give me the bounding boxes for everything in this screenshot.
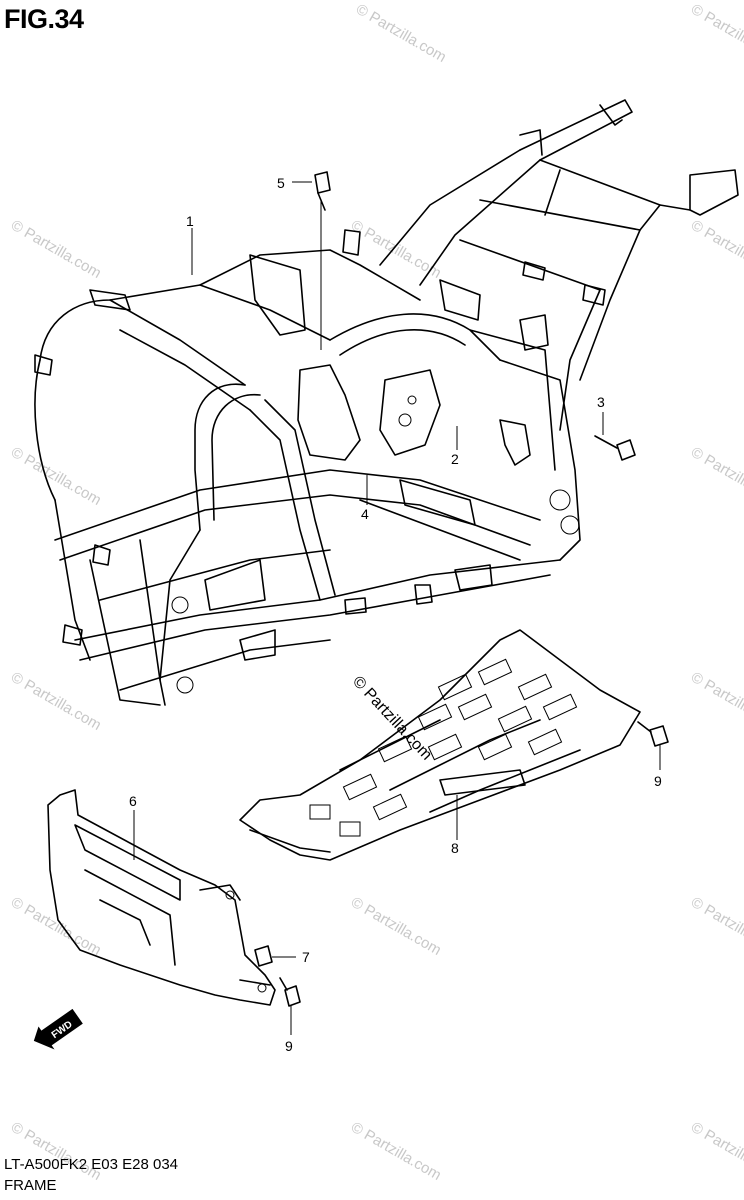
watermark-layer: © Partzilla.com © Partzilla.com © Partzi… (8, 1, 744, 1184)
watermark: © Partzilla.com (688, 1119, 744, 1184)
bolt-9-upper-drawing (637, 721, 669, 747)
leader-lines (133, 181, 661, 1035)
callout-6: 6 (129, 793, 137, 809)
watermark: © Partzilla.com (348, 1119, 444, 1184)
watermark: © Partzilla.com (688, 894, 744, 959)
callout-9-upper: 9 (654, 773, 662, 789)
watermark: © Partzilla.com (8, 669, 104, 734)
watermark: © Partzilla.com (353, 1, 449, 66)
callout-7: 7 (302, 949, 310, 965)
nut-7-drawing (254, 945, 273, 967)
front-guard-drawing (47, 789, 276, 1006)
skid-plate-drawing (239, 629, 641, 861)
model-code: LT-A500FK2 E03 E28 034 (4, 1156, 179, 1173)
bolt-3-drawing (594, 435, 636, 461)
watermark: © Partzilla.com (8, 217, 104, 282)
callout-8: 8 (451, 840, 459, 856)
section-name: FRAME (4, 1177, 57, 1194)
callout-2: 2 (451, 451, 459, 467)
main-frame-drawing (34, 99, 739, 706)
callouts: 1 2 3 4 5 6 7 8 9 9 (129, 175, 662, 1054)
callout-5: 5 (277, 175, 285, 191)
watermark-main: © Partzilla.com (349, 673, 435, 763)
watermark: © Partzilla.com (8, 444, 104, 509)
watermark: © Partzilla.com (8, 1119, 104, 1184)
callout-4: 4 (361, 506, 369, 522)
callout-3: 3 (597, 394, 605, 410)
bolt-5-drawing (314, 171, 331, 211)
figure-title: FIG.34 (4, 4, 84, 34)
callout-1: 1 (186, 213, 194, 229)
bolt-9-lower-drawing (279, 977, 301, 1007)
forward-arrow-icon (33, 1008, 83, 1050)
watermark: © Partzilla.com (348, 894, 444, 959)
watermark: © Partzilla.com (688, 444, 744, 509)
watermark: © Partzilla.com (688, 217, 744, 282)
callout-9-lower: 9 (285, 1038, 293, 1054)
fwd-badge: FWD (33, 1008, 83, 1050)
watermark: © Partzilla.com (688, 1, 744, 66)
watermark: © Partzilla.com (688, 669, 744, 734)
